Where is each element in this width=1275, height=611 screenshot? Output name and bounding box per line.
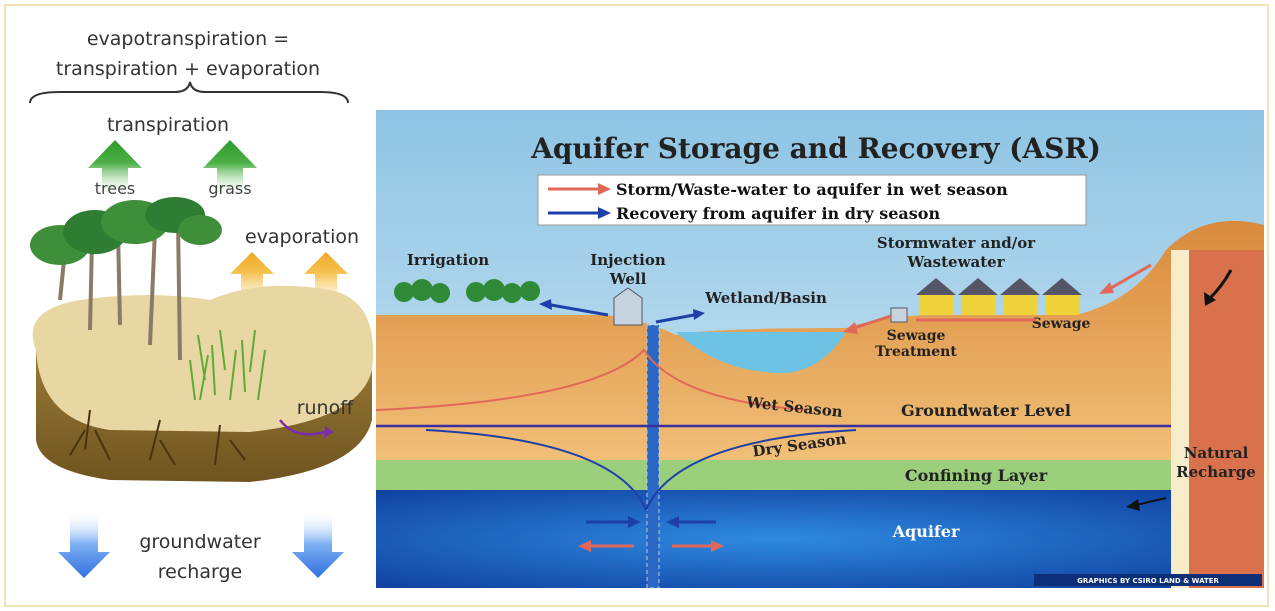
evaporation-label: evaporation [245,226,359,248]
sewage-treatment-label-line2: Treatment [875,344,957,360]
irrigation-flow-arrow [550,303,609,317]
aquifer-label: Aquifer [892,522,960,541]
runoff-slope-arrowhead [1099,282,1114,294]
treatment-to-wetland-arrowhead [843,322,858,334]
irrigation-flow-arrowhead [539,299,552,310]
recovery-arrowhead-left [628,516,641,528]
sewage-label: Sewage [1032,316,1091,332]
recharge-aquifer-arrow [1135,497,1167,506]
injection-well-label-line1: Injection [590,251,666,269]
natural-recharge-arrowhead [1204,292,1216,306]
natural-recharge-label-line1: Natural [1184,444,1249,462]
credit-background [1034,574,1262,586]
injection-well-label-line2: Well [609,270,647,288]
runoff-slope-arrow [1110,263,1152,290]
transpiration-label: transpiration [107,114,229,136]
recharge-aquifer-arrowhead [1126,499,1140,511]
groundwater-level-label: Groundwater Level [901,401,1071,420]
runoff-arrowhead [324,426,334,438]
dry-season-curve [425,429,857,513]
trees-label: trees [95,179,136,198]
injection-arrowhead-right [711,540,724,552]
natural-recharge-label-line2: Recharge [1176,463,1256,481]
injection-well-shaft [646,324,660,588]
wetland-flow-arrow [655,313,695,324]
asr-title: Aquifer Storage and Recovery (ASR) [530,132,1101,165]
legend-dry-label: Recovery from aquifer in dry season [616,204,940,223]
grass-transpiration-arrow [203,140,257,198]
wetland-basin-water [676,332,846,374]
grass-label: grass [208,179,251,198]
recharge-arrow-right [292,510,344,578]
legend-box [537,174,1087,226]
injection-well-house [613,287,643,326]
wetland-basin-label: Wetland/Basin [704,289,827,307]
trees-illustration [30,197,222,361]
evapotranspiration-diagram: evapotranspiration = transpiration + eva… [29,28,374,583]
legend: Storm/Waste-water to aquifer in wet seas… [537,174,1087,226]
roots [69,409,246,466]
irrigation-trees [394,279,540,303]
irrigation-label: Irrigation [407,251,489,269]
recovery-arrowhead-right [666,516,679,528]
grass-illustration [189,329,266,401]
recharge-label-line2: recharge [158,561,242,583]
asr-diagram: Aquifer Storage and Recovery (ASR) Storm… [376,110,1264,588]
legend-arrowhead-dry [598,207,611,219]
wet-season-curve [376,348,807,411]
stormwater-label-line1: Stormwater and/or [877,234,1036,252]
stormwater-label-line2: Wastewater [906,253,1005,271]
confining-layer [376,460,1264,490]
houses [916,278,1082,315]
treatment-to-wetland-arrow [853,314,892,330]
sewage-treatment-label-line1: Sewage [887,328,946,344]
recharge-arrow-left [58,510,110,578]
runoff-arrow [279,419,326,436]
trees-transpiration-arrow [88,140,142,198]
credit-label: GRAPHICS BY CSIRO LAND & WATER [1077,577,1219,585]
topsoil [32,285,374,432]
curly-brace [29,81,349,104]
wetland-flow-arrowhead [693,309,705,320]
injection-arrowhead-left [578,540,591,552]
et-heading-line1: evapotranspiration = [87,28,289,50]
legend-arrowhead-wet [598,183,611,195]
runoff-label: runoff [297,397,355,419]
legend-wet-label: Storm/Waste-water to aquifer in wet seas… [616,180,1008,199]
aquifer-layer [376,490,1264,588]
natural-recharge-strip [1171,250,1189,588]
recharge-label-line1: groundwater [139,531,261,553]
sewage-treatment-plant [890,307,908,323]
et-heading-line2: transpiration + evaporation [56,58,320,80]
confining-layer-label: Confining Layer [905,466,1048,485]
